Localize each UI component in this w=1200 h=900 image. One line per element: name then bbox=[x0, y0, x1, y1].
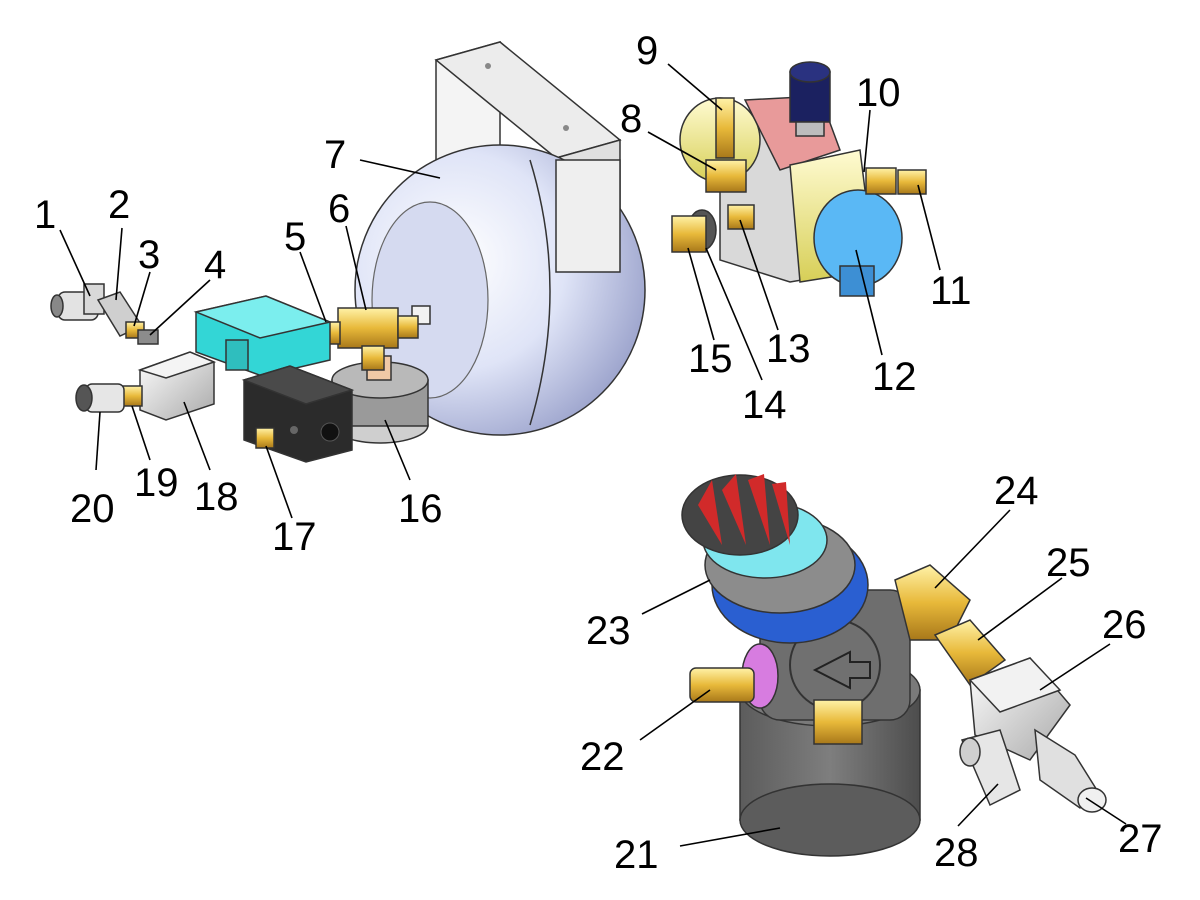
brass-elbow-fitting bbox=[337, 307, 419, 371]
label-24: 24 bbox=[994, 469, 1039, 513]
right-brass-connector bbox=[897, 169, 927, 195]
label-22: 22 bbox=[580, 735, 625, 779]
label-18: 18 bbox=[194, 475, 239, 519]
label-14: 14 bbox=[742, 383, 787, 427]
label-21: 21 bbox=[614, 833, 659, 877]
label-2: 2 bbox=[108, 183, 130, 227]
label-19: 19 bbox=[134, 461, 179, 505]
bulkhead-fitting bbox=[671, 215, 707, 253]
lock-nut bbox=[137, 329, 159, 345]
straight-push-fitting bbox=[1034, 728, 1107, 813]
label-8: 8 bbox=[620, 97, 642, 141]
part-number-labels: 1 2 3 4 5 6 7 8 9 10 11 12 13 14 15 16 1… bbox=[34, 29, 1163, 877]
label-16: 16 bbox=[398, 487, 443, 531]
label-23: 23 bbox=[586, 609, 631, 653]
right-brass-nipple bbox=[865, 167, 897, 195]
leader-lines bbox=[59, 63, 1127, 847]
elbow-push-fitting bbox=[50, 283, 105, 321]
main-cylinder bbox=[789, 149, 903, 297]
label-13: 13 bbox=[766, 327, 811, 371]
label-15: 15 bbox=[688, 337, 733, 381]
air-tank bbox=[354, 144, 646, 436]
brass-nipple-13 bbox=[727, 204, 755, 230]
upper-assembly bbox=[50, 41, 646, 463]
regulator-knob bbox=[789, 61, 831, 137]
solenoid-valve-body bbox=[193, 295, 333, 377]
lower-assembly bbox=[681, 474, 1107, 857]
label-20: 20 bbox=[70, 487, 115, 531]
label-9: 9 bbox=[636, 29, 658, 73]
hose-barb bbox=[715, 97, 735, 159]
push-in-connector bbox=[75, 383, 125, 413]
brass-union bbox=[933, 619, 1007, 687]
pressure-knob bbox=[681, 474, 799, 556]
brass-connector bbox=[121, 385, 143, 407]
elbow-push-fitting-28 bbox=[959, 729, 1021, 807]
label-3: 3 bbox=[138, 233, 160, 277]
label-25: 25 bbox=[1046, 541, 1091, 585]
brass-elbow-8 bbox=[705, 159, 747, 193]
filter-regulator-assembly bbox=[671, 61, 927, 297]
label-26: 26 bbox=[1102, 603, 1147, 647]
label-5: 5 bbox=[284, 215, 306, 259]
label-27: 27 bbox=[1118, 817, 1163, 861]
right-brass-elbow bbox=[894, 564, 971, 641]
silver-tee-block bbox=[137, 351, 217, 421]
label-17: 17 bbox=[272, 515, 317, 559]
bottom-brass-fitting bbox=[255, 427, 275, 449]
label-11: 11 bbox=[930, 269, 972, 313]
label-12: 12 bbox=[872, 355, 917, 399]
label-10: 10 bbox=[856, 71, 901, 115]
label-1: 1 bbox=[34, 193, 56, 237]
label-4: 4 bbox=[204, 243, 226, 287]
label-28: 28 bbox=[934, 831, 979, 875]
label-6: 6 bbox=[328, 187, 350, 231]
label-7: 7 bbox=[324, 133, 346, 177]
